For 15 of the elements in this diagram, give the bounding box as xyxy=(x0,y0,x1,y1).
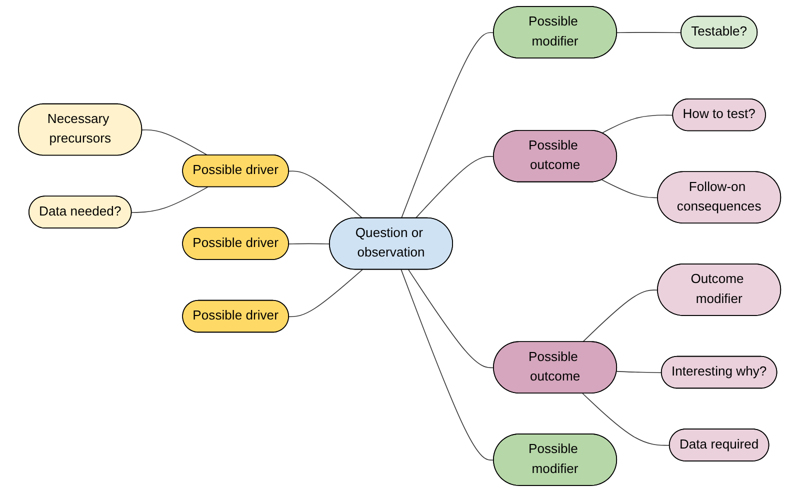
connector xyxy=(616,371,663,374)
connector xyxy=(408,269,495,368)
connector xyxy=(142,129,208,156)
connector xyxy=(602,180,659,198)
connector xyxy=(617,32,682,34)
connector xyxy=(582,393,671,446)
connector xyxy=(401,269,495,461)
connector xyxy=(288,269,364,318)
connector xyxy=(582,290,659,342)
connector xyxy=(288,170,364,219)
connector xyxy=(416,156,495,219)
connector xyxy=(132,186,208,213)
connector xyxy=(602,114,674,134)
connector xyxy=(288,243,331,244)
connector xyxy=(401,32,495,219)
